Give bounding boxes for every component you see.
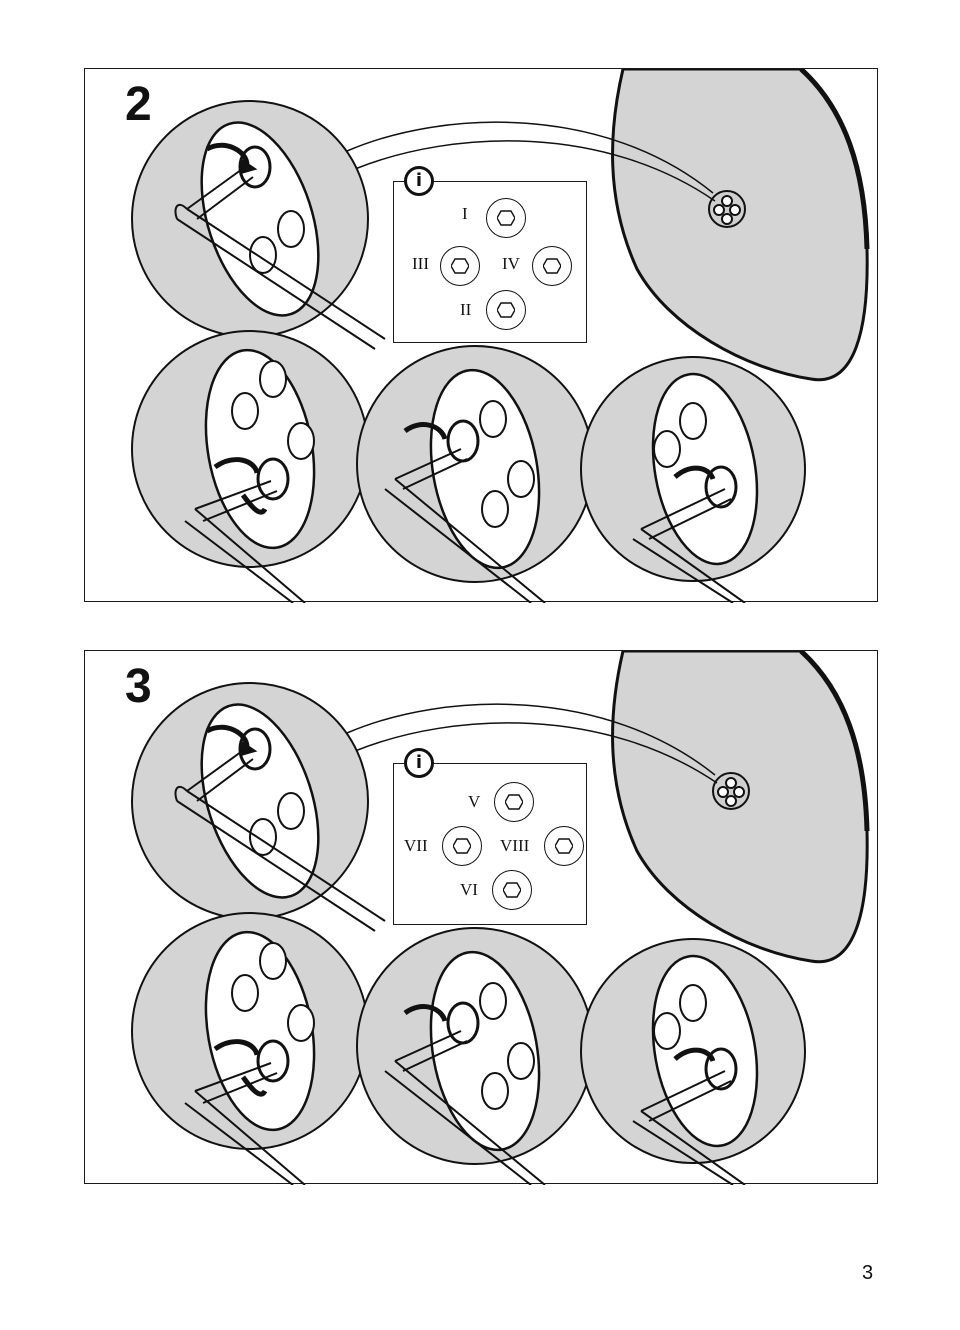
tabletop-illustration (611, 69, 870, 382)
bolt-label-left: VII (404, 836, 428, 855)
hex-bolt-icon (486, 198, 526, 238)
bolt-order-info-box: i V VII VIII VI (393, 748, 587, 925)
hex-bolt-icon (532, 246, 572, 286)
bolt-label-right: IV (502, 254, 520, 273)
detail-hub-bottom-middle (356, 927, 594, 1185)
bolt-order-info-box: i I III IV II (393, 166, 587, 343)
detail-hub-bottom-right (580, 356, 806, 603)
hex-bolt-icon (442, 826, 482, 866)
tabletop-illustration (611, 651, 870, 964)
bolt-label-top: V (468, 792, 481, 811)
hex-bolt-icon (494, 782, 534, 822)
detail-hub-bottom-middle (356, 345, 594, 603)
hex-bolt-icon (492, 870, 532, 910)
bolt-label-bottom: VI (460, 880, 478, 899)
hex-bolt-icon (544, 826, 584, 866)
step-number: 2 (125, 78, 152, 131)
detail-hub-top (131, 100, 386, 350)
bolt-label-left: III (412, 254, 429, 273)
info-icon: i (404, 166, 434, 196)
detail-hub-bottom-right (580, 938, 806, 1185)
hex-bolt-icon (486, 290, 526, 330)
bolt-label-bottom: II (460, 300, 472, 319)
detail-hub-bottom-left (131, 912, 369, 1185)
hex-bolt-icon (440, 246, 480, 286)
detail-hub-top (131, 682, 386, 932)
step-3-illustration (131, 651, 870, 1185)
step-3-panel: 3 i V VII VIII VI (84, 650, 878, 1185)
step-2-panel: 2 i I III IV II (84, 68, 878, 603)
bolt-label-top: I (462, 204, 468, 223)
step-number: 3 (125, 660, 152, 713)
bolt-label-right: VIII (500, 836, 530, 855)
detail-hub-bottom-left (131, 330, 369, 603)
info-icon: i (404, 748, 434, 778)
page-number: 3 (862, 1262, 874, 1284)
step-2-illustration (131, 69, 870, 603)
